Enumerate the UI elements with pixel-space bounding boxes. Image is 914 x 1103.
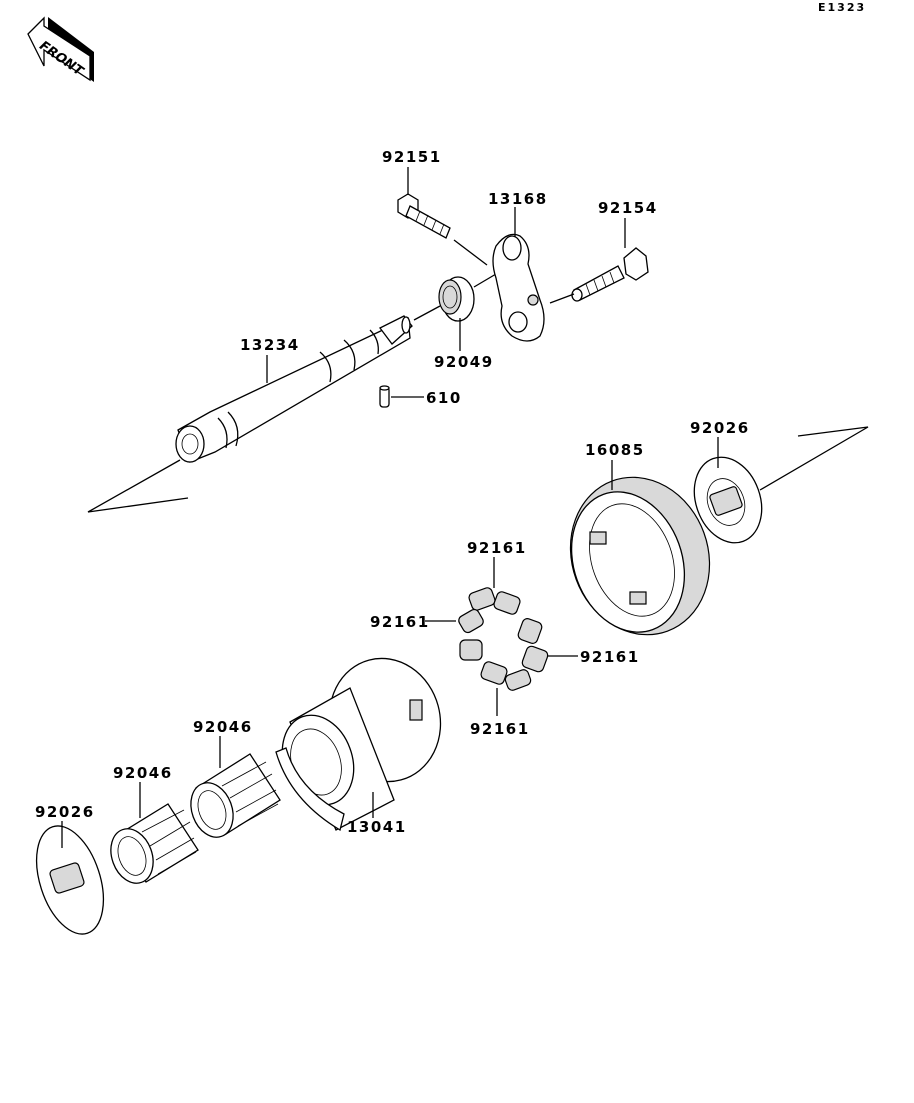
label-92049[interactable]: 92049 bbox=[434, 353, 494, 371]
label-13168[interactable]: 13168 bbox=[488, 190, 548, 208]
part-13234-shaft[interactable] bbox=[175, 315, 413, 463]
label-13041[interactable]: 13041 bbox=[347, 818, 407, 836]
part-92046-needle-bearing-left[interactable] bbox=[104, 803, 199, 889]
label-92161-left[interactable]: 92161 bbox=[370, 613, 430, 631]
part-92154-bolt[interactable] bbox=[571, 247, 649, 302]
label-13234[interactable]: 13234 bbox=[240, 336, 300, 354]
label-92151[interactable]: 92151 bbox=[382, 148, 442, 166]
label-92046-left[interactable]: 92046 bbox=[113, 764, 173, 782]
front-arrow-icon: FRONT bbox=[27, 16, 94, 82]
label-92046-right[interactable]: 92046 bbox=[193, 718, 253, 736]
part-92049-oil-seal[interactable] bbox=[438, 276, 475, 322]
diagram-code: E1323 bbox=[818, 1, 866, 14]
label-92154[interactable]: 92154 bbox=[598, 199, 658, 217]
part-13168-lever[interactable] bbox=[492, 233, 545, 342]
label-92026-upper[interactable]: 92026 bbox=[690, 419, 750, 437]
label-92161-bottom[interactable]: 92161 bbox=[470, 720, 530, 738]
label-92161-top[interactable]: 92161 bbox=[467, 539, 527, 557]
axis-line bbox=[549, 293, 575, 304]
part-92161-dampers[interactable] bbox=[457, 586, 549, 691]
axis-line bbox=[413, 305, 441, 321]
part-16085-gear[interactable] bbox=[549, 458, 732, 655]
part-610-pin[interactable] bbox=[379, 385, 390, 408]
label-16085[interactable]: 16085 bbox=[585, 441, 645, 459]
label-610[interactable]: 610 bbox=[426, 389, 462, 407]
part-92151-bolt[interactable] bbox=[397, 193, 451, 239]
washer-axis-line bbox=[759, 426, 869, 491]
part-92026-washer-upper[interactable] bbox=[683, 448, 773, 553]
part-92026-washer-lower[interactable] bbox=[24, 817, 116, 942]
label-92161-right[interactable]: 92161 bbox=[580, 648, 640, 666]
label-92026-lower[interactable]: 92026 bbox=[35, 803, 95, 821]
part-92046-needle-bearing-right[interactable] bbox=[184, 753, 281, 843]
axis-line bbox=[453, 239, 488, 266]
part-13041-hub[interactable] bbox=[270, 646, 454, 832]
axis-line bbox=[473, 273, 497, 288]
shaft-axis-line bbox=[87, 459, 189, 513]
